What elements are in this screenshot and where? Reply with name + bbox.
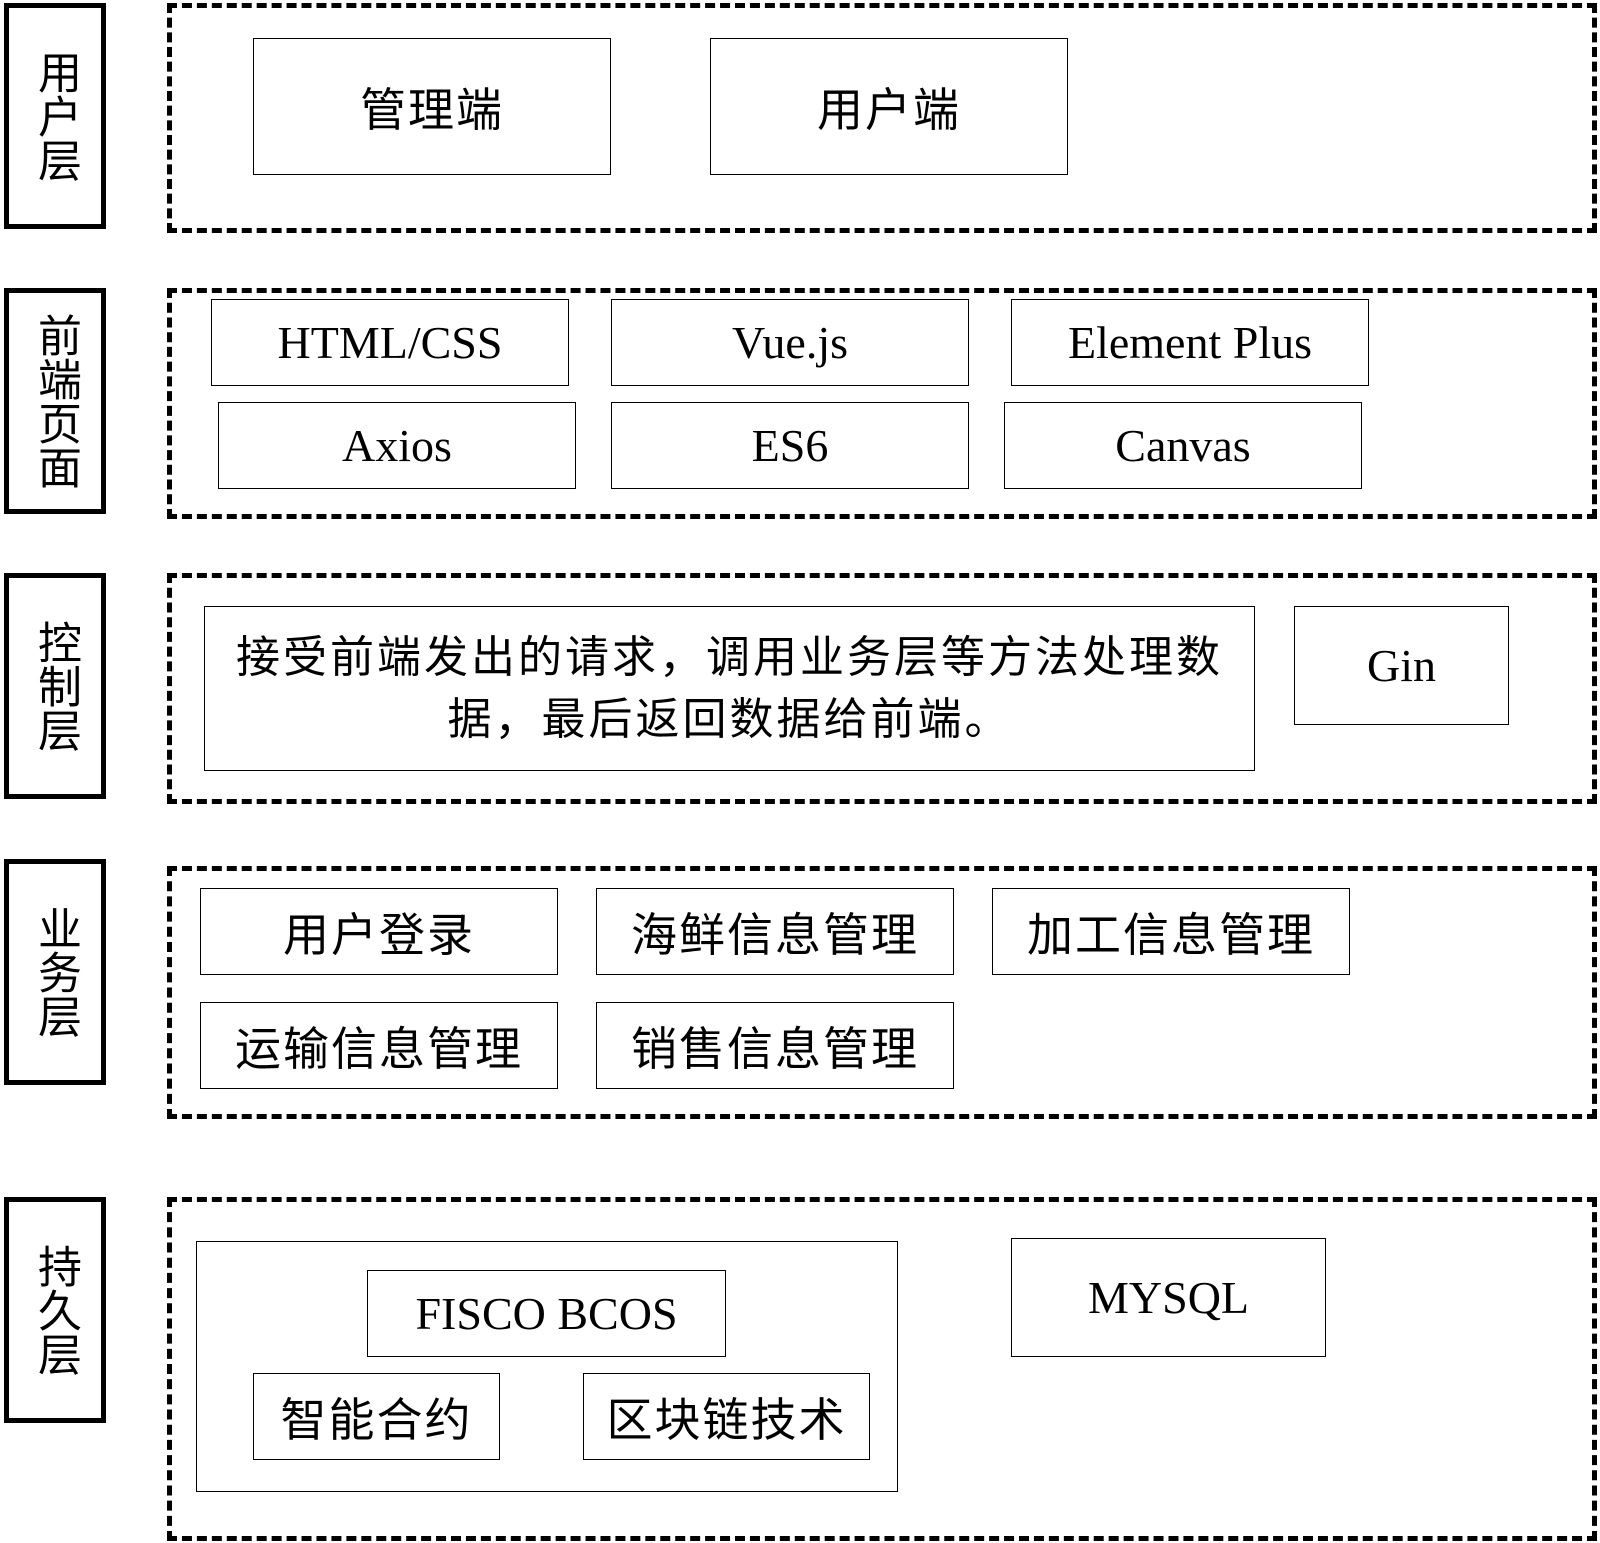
layer-label-user-text: 用户层 [30,50,81,182]
box-vuejs: Vue.js [611,299,969,386]
box-canvas: Canvas [1004,402,1362,489]
layer-label-persistence-text: 持久层 [30,1244,81,1376]
box-user-client: 用户端 [710,38,1068,175]
box-fisco-bcos: FISCO BCOS [367,1270,726,1357]
box-element-plus: Element Plus [1011,299,1369,386]
box-user-login: 用户登录 [200,888,558,975]
box-smart-contract: 智能合约 [253,1373,500,1460]
box-html-css: HTML/CSS [211,299,569,386]
box-mysql: MYSQL [1011,1238,1326,1357]
layer-label-user: 用户层 [4,3,106,229]
layer-label-persistence: 持久层 [4,1197,106,1423]
layer-frame-business [167,866,1597,1119]
box-seafood-info: 海鲜信息管理 [596,888,954,975]
layer-label-frontend-text: 前端页面 [30,313,81,489]
box-es6: ES6 [611,402,969,489]
layer-label-control-text: 控制层 [30,620,81,752]
layer-frame-user [167,3,1597,233]
layer-frame-control [167,573,1597,804]
layer-label-frontend: 前端页面 [4,288,106,514]
box-admin-client: 管理端 [253,38,611,175]
box-processing-info: 加工信息管理 [992,888,1350,975]
layer-label-business-text: 业务层 [30,906,81,1038]
box-control-description: 接受前端发出的请求，调用业务层等方法处理数据，最后返回数据给前端。 [204,606,1255,771]
layer-label-control: 控制层 [4,573,106,799]
layer-frame-frontend [167,288,1597,519]
box-blockchain-tech: 区块链技术 [583,1373,870,1460]
box-sales-info: 销售信息管理 [596,1002,954,1089]
box-gin: Gin [1294,606,1509,725]
layer-frame-persistence [167,1197,1597,1541]
box-axios: Axios [218,402,576,489]
layer-label-business: 业务层 [4,859,106,1085]
box-transport-info: 运输信息管理 [200,1002,558,1089]
